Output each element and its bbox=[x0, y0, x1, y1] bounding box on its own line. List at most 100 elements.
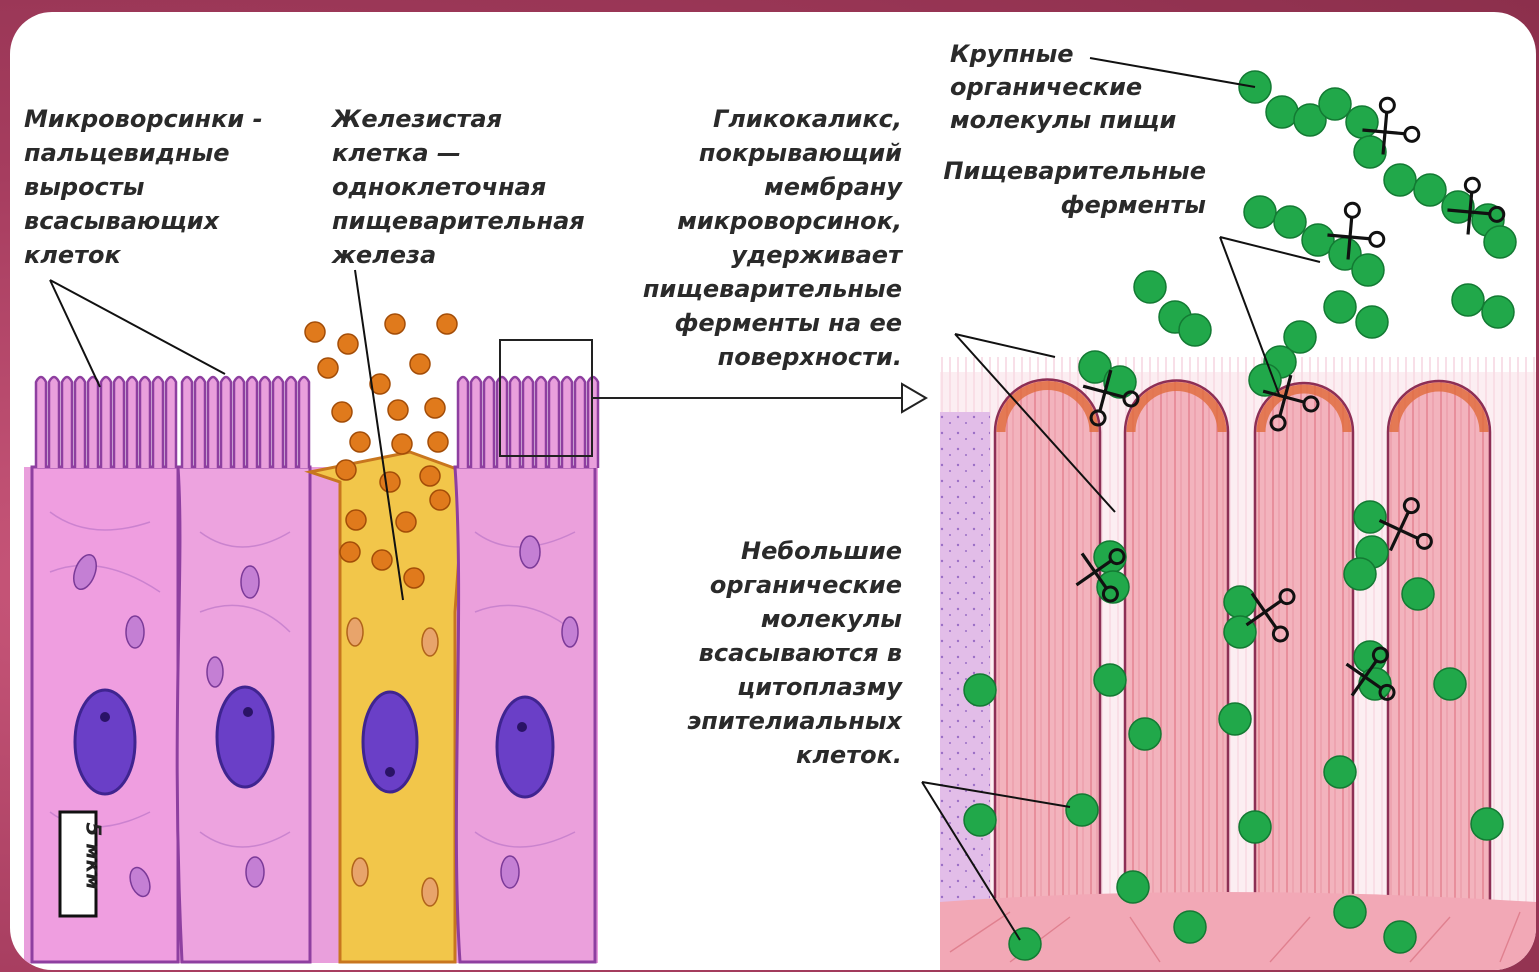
label-large-molecules: Крупные органические молекулы пищи bbox=[950, 38, 1176, 137]
granule bbox=[372, 550, 392, 570]
granule bbox=[404, 568, 424, 588]
molecule bbox=[1452, 284, 1484, 316]
diagram-panel: Микроворсинки - пальцевидные выросты вса… bbox=[10, 12, 1536, 970]
microvillus bbox=[221, 377, 231, 468]
label-gland-cell: Железистая клетка — одноклеточная пищева… bbox=[332, 102, 585, 272]
microvillus bbox=[247, 377, 257, 468]
microvillus bbox=[497, 377, 507, 468]
molecule bbox=[1402, 578, 1434, 610]
label-glycocalyx: Гликокаликс, покрывающий мембрану микров… bbox=[620, 102, 902, 374]
molecule bbox=[1354, 136, 1386, 168]
microvillus bbox=[234, 377, 244, 468]
molecule bbox=[1414, 174, 1446, 206]
molecule bbox=[964, 804, 996, 836]
microvillus bbox=[471, 377, 481, 468]
label-small-molecules: Небольшие органические молекулы всасываю… bbox=[650, 534, 902, 772]
microvillus bbox=[127, 377, 137, 468]
molecule bbox=[1134, 271, 1166, 303]
molecule bbox=[1009, 928, 1041, 960]
microvillus bbox=[510, 377, 520, 468]
microvillus bbox=[458, 377, 468, 468]
granule bbox=[388, 400, 408, 420]
granule bbox=[336, 460, 356, 480]
molecule bbox=[1334, 896, 1366, 928]
granule bbox=[410, 354, 430, 374]
microvillus bbox=[536, 377, 546, 468]
granule bbox=[430, 490, 450, 510]
molecule bbox=[1352, 254, 1384, 286]
microvillus bbox=[153, 377, 163, 468]
microvillus bbox=[575, 377, 585, 468]
molecule bbox=[1239, 811, 1271, 843]
molecule bbox=[1324, 291, 1356, 323]
molecule bbox=[1482, 296, 1514, 328]
microvillus bbox=[273, 377, 283, 468]
granule bbox=[428, 432, 448, 452]
molecule bbox=[1384, 921, 1416, 953]
microvillus bbox=[195, 377, 205, 468]
molecule bbox=[1224, 586, 1256, 618]
granule bbox=[346, 510, 366, 530]
granule bbox=[332, 402, 352, 422]
microvillus bbox=[88, 377, 98, 468]
molecule bbox=[1179, 314, 1211, 346]
molecule bbox=[1129, 718, 1161, 750]
label-enzymes: Пищеварительные ферменты bbox=[930, 154, 1206, 222]
molecule bbox=[1266, 96, 1298, 128]
molecule bbox=[1484, 226, 1516, 258]
molecule bbox=[1219, 703, 1251, 735]
epithelium-cells bbox=[24, 314, 598, 963]
granule bbox=[396, 512, 416, 532]
molecule bbox=[1094, 664, 1126, 696]
microvillus bbox=[140, 377, 150, 468]
molecule bbox=[1319, 88, 1351, 120]
granule bbox=[340, 542, 360, 562]
granule bbox=[425, 398, 445, 418]
microvillus bbox=[75, 377, 85, 468]
microvillus bbox=[101, 377, 111, 468]
molecule bbox=[1354, 501, 1386, 533]
microvillus bbox=[36, 377, 46, 468]
molecule bbox=[1384, 164, 1416, 196]
molecule bbox=[1346, 106, 1378, 138]
granule bbox=[305, 322, 325, 342]
molecule bbox=[1117, 871, 1149, 903]
molecule bbox=[1174, 911, 1206, 943]
microvillus bbox=[208, 377, 218, 468]
microvillus bbox=[286, 377, 296, 468]
label-microvilli: Микроворсинки - пальцевидные выросты вса… bbox=[24, 102, 263, 272]
molecule bbox=[964, 674, 996, 706]
microvillus bbox=[49, 377, 59, 468]
granule bbox=[350, 432, 370, 452]
molecule bbox=[1066, 794, 1098, 826]
microvilli bbox=[36, 377, 598, 468]
microvillus bbox=[182, 377, 192, 468]
microvillus bbox=[260, 377, 270, 468]
microvillus bbox=[484, 377, 494, 468]
granule bbox=[437, 314, 457, 334]
granule bbox=[380, 472, 400, 492]
molecule bbox=[1324, 756, 1356, 788]
granule bbox=[385, 314, 405, 334]
microvillus bbox=[562, 377, 572, 468]
molecule bbox=[1356, 306, 1388, 338]
microvillus bbox=[549, 377, 559, 468]
molecule bbox=[1344, 558, 1376, 590]
granule bbox=[338, 334, 358, 354]
granule bbox=[318, 358, 338, 378]
molecule bbox=[1274, 206, 1306, 238]
microvillus bbox=[114, 377, 124, 468]
arrow-right-icon bbox=[592, 384, 926, 412]
molecule bbox=[1434, 668, 1466, 700]
microvillus bbox=[299, 377, 309, 468]
molecule bbox=[1244, 196, 1276, 228]
granule bbox=[392, 434, 412, 454]
microvillus bbox=[523, 377, 533, 468]
granule bbox=[420, 466, 440, 486]
microvillus bbox=[62, 377, 72, 468]
microvillus bbox=[166, 377, 176, 468]
villus bbox=[1125, 381, 1228, 913]
villus bbox=[995, 380, 1100, 913]
scale-bar-label: 5 мкм bbox=[82, 822, 106, 889]
molecule bbox=[1471, 808, 1503, 840]
